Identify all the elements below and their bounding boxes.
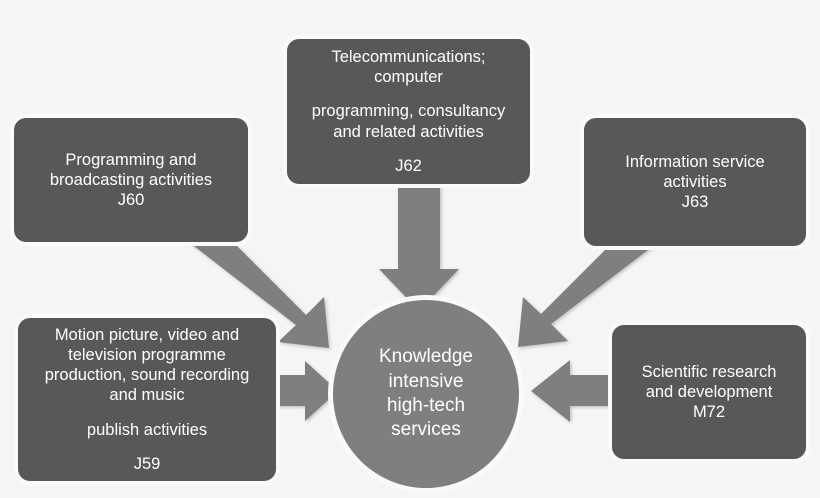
arrow-j60-to-hub	[181, 214, 329, 348]
node-j63-label: Information service activities	[625, 152, 765, 191]
node-j62-label-part2: programming, consultancy and related act…	[311, 102, 506, 141]
hub-line-2: intensive	[388, 370, 464, 392]
node-m72-label: Scientific research and development	[641, 362, 777, 401]
node-j59[interactable]: Motion picture, video and television pro…	[18, 318, 276, 481]
arrow-j62-to-hub	[379, 186, 459, 311]
node-j62[interactable]: Telecommunications; computer programming…	[287, 39, 530, 184]
node-j60-code: J60	[117, 191, 145, 210]
node-m72-code: M72	[692, 403, 726, 422]
node-j59-label-part2: publish activities	[86, 420, 208, 439]
hub-line-4: services	[391, 419, 461, 441]
node-j62-label-part1: Telecommunications; computer	[331, 48, 486, 87]
arrow-m72-to-hub	[531, 360, 613, 422]
node-j63[interactable]: Information service activities J63	[584, 118, 806, 246]
hub-line-3: high-tech	[386, 395, 466, 416]
arrow-j59-to-hub	[277, 361, 338, 421]
hub-line-1: Knowledge	[378, 346, 474, 368]
node-m72[interactable]: Scientific research and development M72	[612, 325, 806, 459]
node-j59-label-part1: Motion picture, video and television pro…	[44, 326, 250, 405]
node-j63-code: J63	[681, 193, 709, 212]
hub-knowledge-intensive-services[interactable]: Knowledge intensive high-tech services	[333, 300, 519, 488]
node-j60-label: Programming and broadcasting activities	[49, 150, 213, 189]
node-j62-code: J62	[395, 156, 422, 175]
node-j59-code: J59	[133, 454, 161, 473]
node-j60[interactable]: Programming and broadcasting activities …	[14, 118, 248, 242]
arrow-j63-to-hub	[518, 217, 661, 347]
